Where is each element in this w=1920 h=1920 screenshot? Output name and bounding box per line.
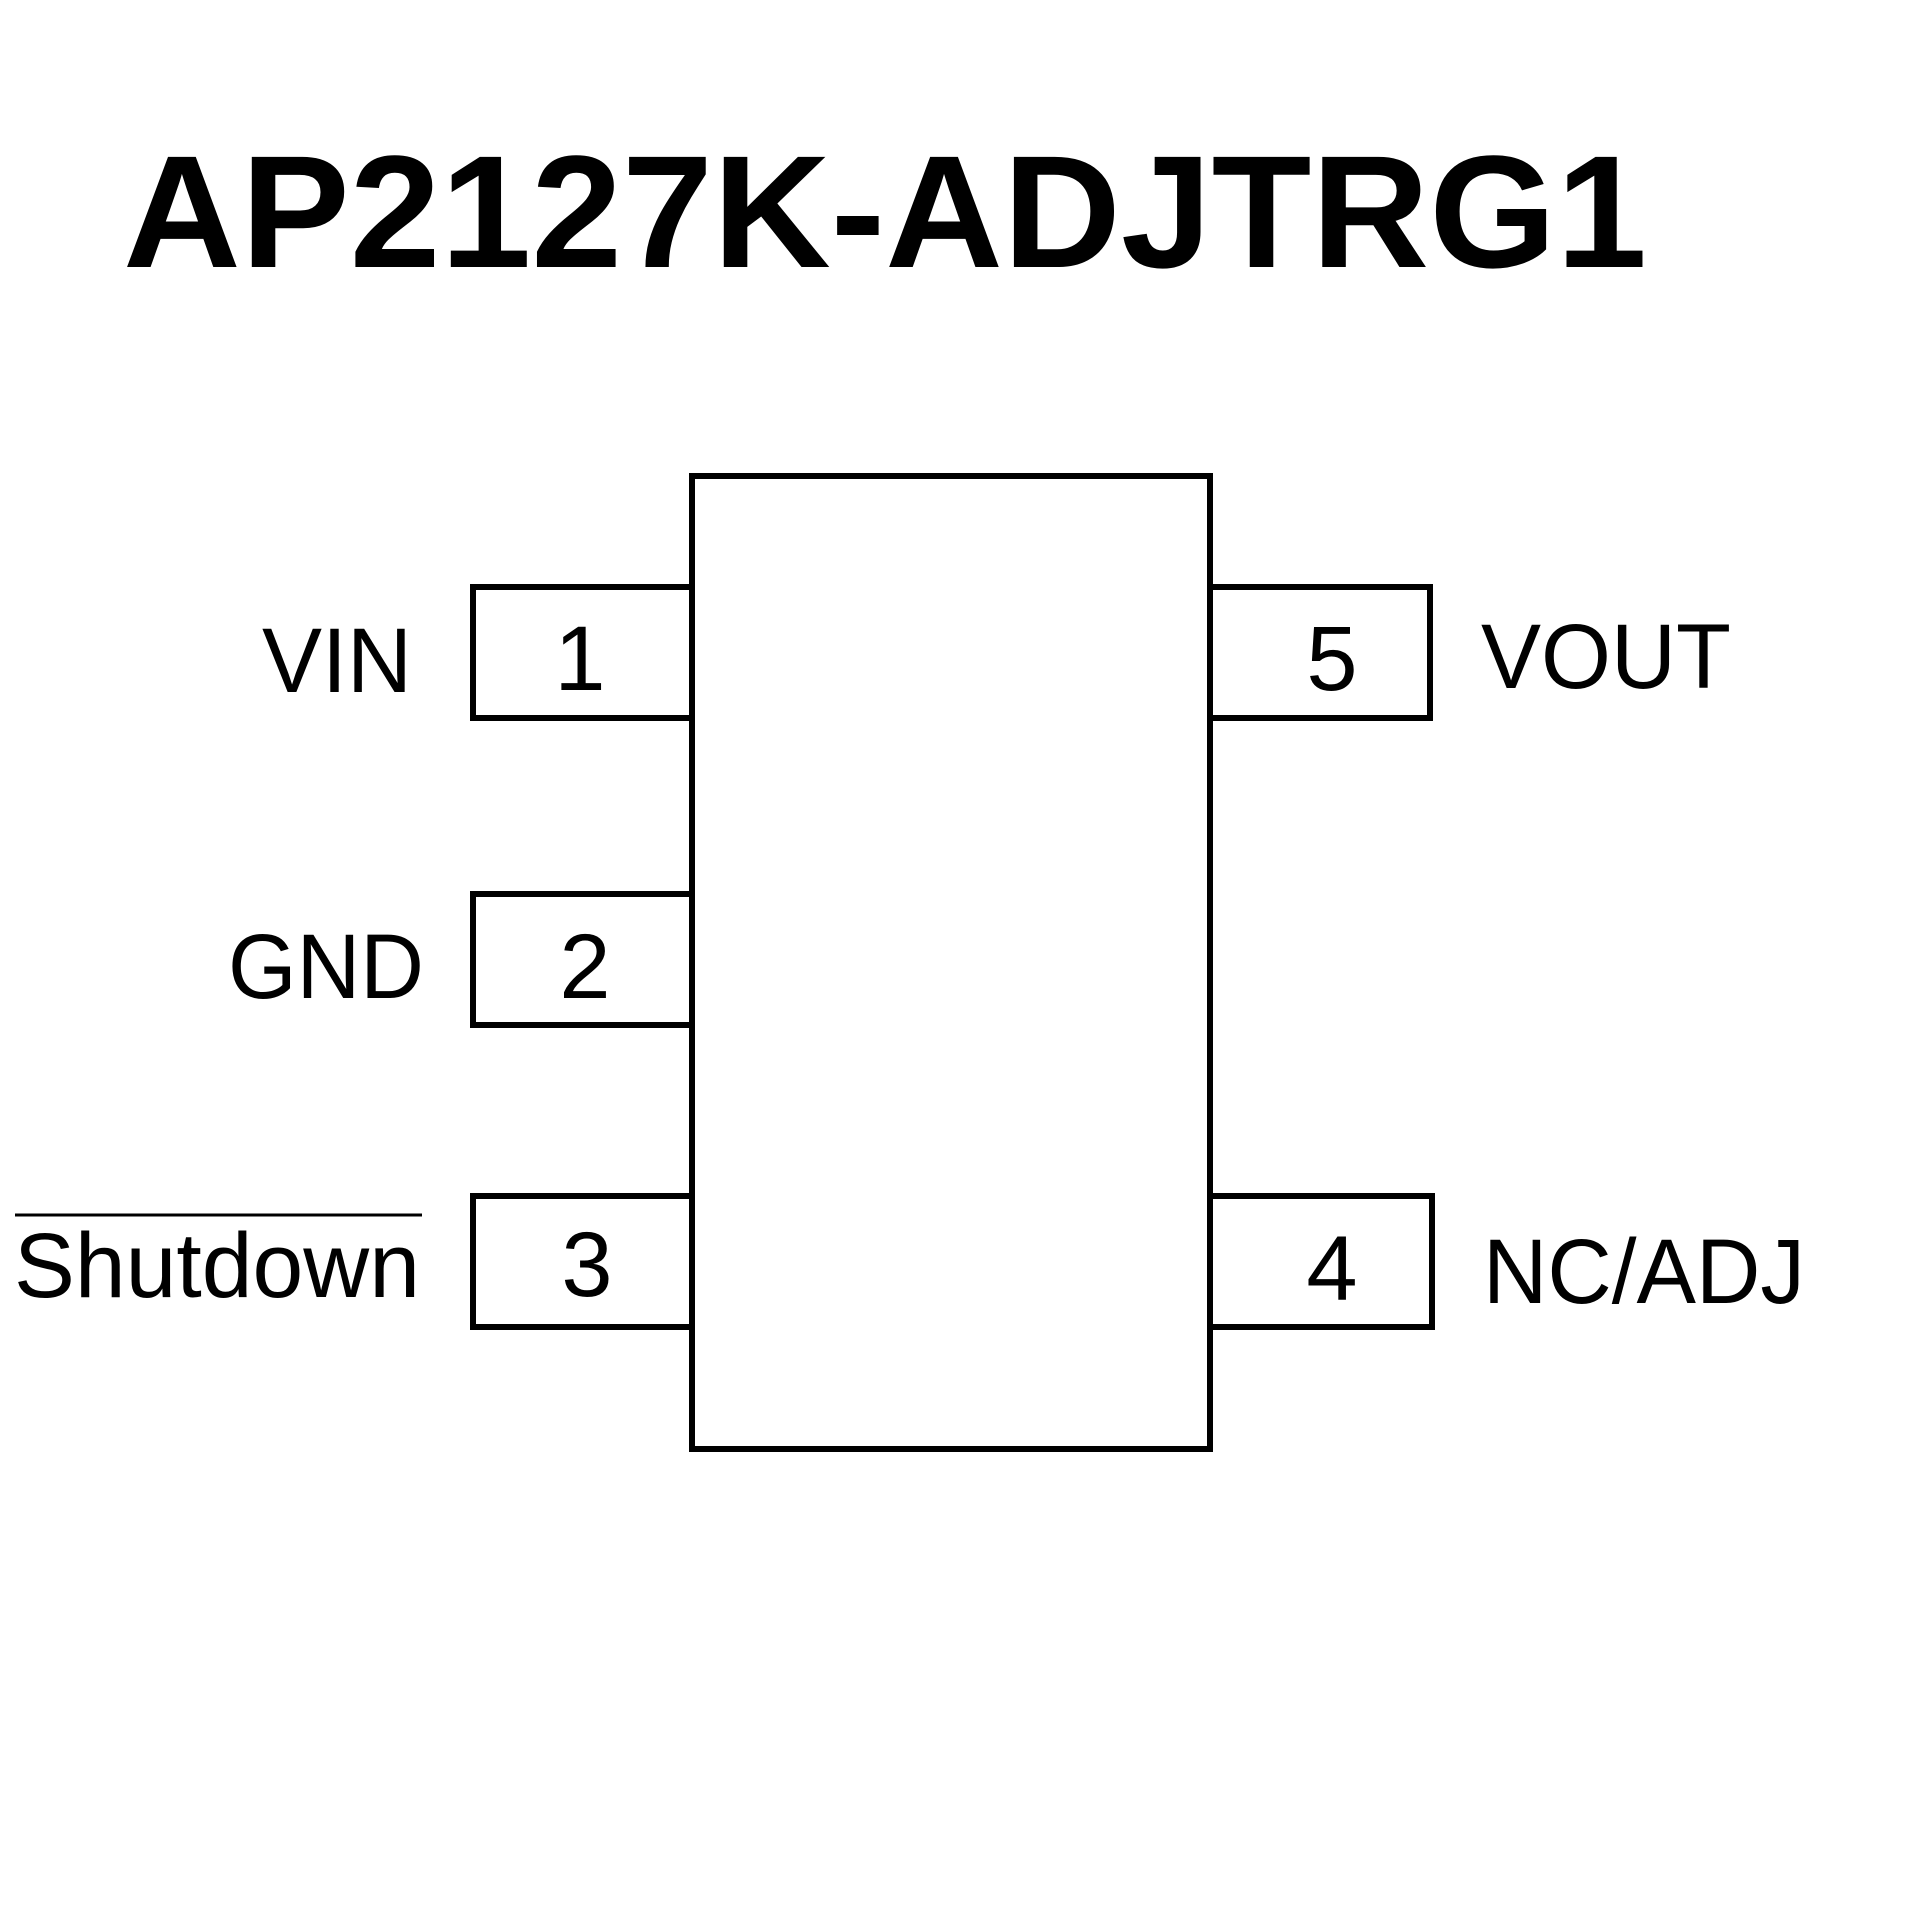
- pin-5: 5 VOUT: [1207, 584, 1731, 721]
- pin-3-number: 3: [561, 1214, 612, 1316]
- pin-5-number: 5: [1306, 608, 1357, 710]
- pin-3: 3 Shutdown: [14, 1193, 695, 1330]
- pin-5-pad: [1207, 584, 1433, 721]
- pin-1-label: VIN: [262, 610, 412, 712]
- chip-body: [689, 473, 1213, 1452]
- pin-2-number: 2: [559, 916, 610, 1018]
- pin-1-pad: [470, 584, 695, 721]
- pin-1: 1 VIN: [262, 584, 695, 721]
- pin-3-pad: [470, 1193, 695, 1330]
- pin-2-pad: [470, 891, 695, 1028]
- pin-1-number: 1: [554, 608, 605, 710]
- pin-2-label: GND: [228, 916, 424, 1018]
- pin-4-pad: [1207, 1193, 1435, 1330]
- pin-4-label: NC/ADJ: [1483, 1221, 1805, 1323]
- pin-3-label: Shutdown: [14, 1215, 420, 1317]
- pin-2: 2 GND: [228, 891, 695, 1028]
- pin-4-number: 4: [1306, 1218, 1357, 1320]
- pin-4: 4 NC/ADJ: [1207, 1193, 1805, 1330]
- pin-5-label: VOUT: [1481, 606, 1731, 708]
- part-number-title: AP2127K-ADJTRG1: [123, 122, 1647, 301]
